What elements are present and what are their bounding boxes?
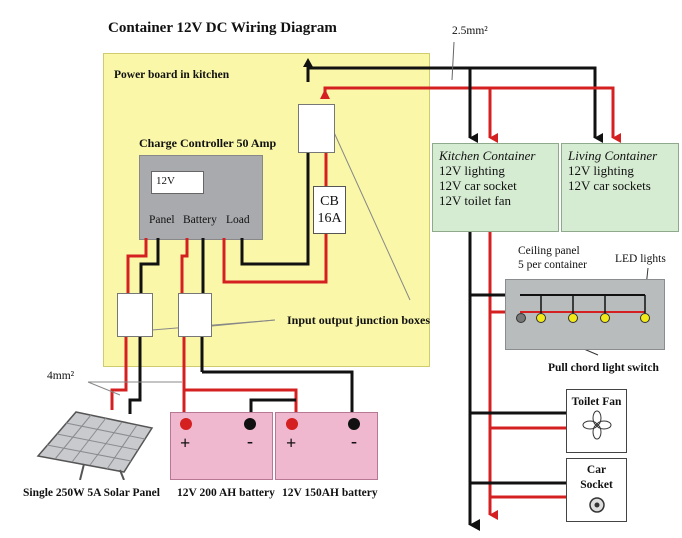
battery-bus-positive xyxy=(184,388,298,420)
cb-label: CB xyxy=(320,194,339,209)
terminal-panel-label: Panel xyxy=(149,214,175,226)
solar-positive xyxy=(110,362,128,410)
circuit-breaker: CB 16A xyxy=(313,186,346,234)
pull-switch-icon xyxy=(516,313,526,323)
battery2-minus: - xyxy=(351,431,357,451)
battery1-label: 12V 200 AH battery xyxy=(177,487,275,499)
ceiling-panel-circuit xyxy=(516,294,650,323)
load-junction-box xyxy=(298,104,335,153)
bus-negative xyxy=(306,66,603,143)
battery1-plus: + xyxy=(180,433,191,453)
negative-terminal-icon xyxy=(244,418,256,430)
living-item: 12V lighting xyxy=(568,163,634,178)
ceiling-panel-line2: 5 per container xyxy=(518,259,587,271)
battery2-label: 12V 150AH battery xyxy=(282,487,378,499)
positive-terminal-icon xyxy=(180,418,192,430)
solar-negative xyxy=(128,362,142,414)
panel-negative xyxy=(139,238,160,294)
power-board-label: Power board in kitchen xyxy=(114,69,230,81)
pull-switch-label: Pull chord light switch xyxy=(548,362,659,374)
battery2-plus: + xyxy=(286,433,297,453)
charge-controller-label: Charge Controller 50 Amp xyxy=(139,136,277,150)
controller-display: 12V xyxy=(151,171,204,194)
led-light-icon xyxy=(568,313,578,323)
kitchen-container-box: Kitchen Container 12V lighting 12V car s… xyxy=(432,143,559,232)
panel-positive xyxy=(126,238,148,294)
panel-junction-box xyxy=(117,293,153,337)
cb-rating: 16A xyxy=(317,211,342,226)
led-light-icon xyxy=(600,313,610,323)
kitchen-item: 12V lighting xyxy=(439,163,505,178)
battery-positive-a xyxy=(180,238,189,294)
solar-panel-icon xyxy=(36,411,154,480)
terminal-load-label: Load xyxy=(226,214,250,226)
negative-terminal-icon xyxy=(348,418,360,430)
socket-icon xyxy=(588,497,605,513)
kitchen-item: 12V toilet fan xyxy=(439,193,511,208)
solar-panel-label: Single 250W 5A Solar Panel xyxy=(23,487,160,499)
car-socket-box: Car Socket xyxy=(566,458,627,522)
junction-boxes-label: Input output junction boxes xyxy=(287,313,431,327)
living-item: 12V car sockets xyxy=(568,178,651,193)
battery1-minus: - xyxy=(247,431,253,451)
led-lights-label: LED lights xyxy=(615,253,666,265)
load-negative xyxy=(240,141,310,266)
battery-bus-negative xyxy=(202,370,354,420)
car-socket-label-1: Car xyxy=(586,464,607,476)
ceiling-panel-label: Ceiling panel 5 per container xyxy=(518,244,587,272)
positive-terminal-icon xyxy=(286,418,298,430)
battery-junction-box xyxy=(178,293,212,337)
load-positive xyxy=(222,234,328,284)
wire-size-label-4: 4mm² xyxy=(47,370,75,382)
toilet-fan-label: Toilet Fan xyxy=(571,396,622,408)
terminal-battery-label: Battery xyxy=(183,214,217,226)
charge-controller xyxy=(139,155,263,240)
living-container-box: Living Container 12V lighting 12V car so… xyxy=(561,143,679,232)
toilet-fan-box: Toilet Fan xyxy=(566,389,627,453)
fan-icon xyxy=(582,410,611,440)
ceiling-panel xyxy=(505,279,665,350)
living-container-title: Living Container xyxy=(568,148,658,163)
led-light-icon xyxy=(640,313,650,323)
ceiling-panel-line1: Ceiling panel xyxy=(518,245,580,257)
led-light-icon xyxy=(536,313,546,323)
wire-size-label-2.5: 2.5mm² xyxy=(452,25,488,37)
kitchen-item: 12V car socket xyxy=(439,178,517,193)
car-socket-label-2: Socket xyxy=(580,479,613,491)
diagram-title: Container 12V DC Wiring Diagram xyxy=(108,20,337,36)
kitchen-container-title: Kitchen Container xyxy=(439,148,536,163)
battery-terminals xyxy=(180,418,360,430)
